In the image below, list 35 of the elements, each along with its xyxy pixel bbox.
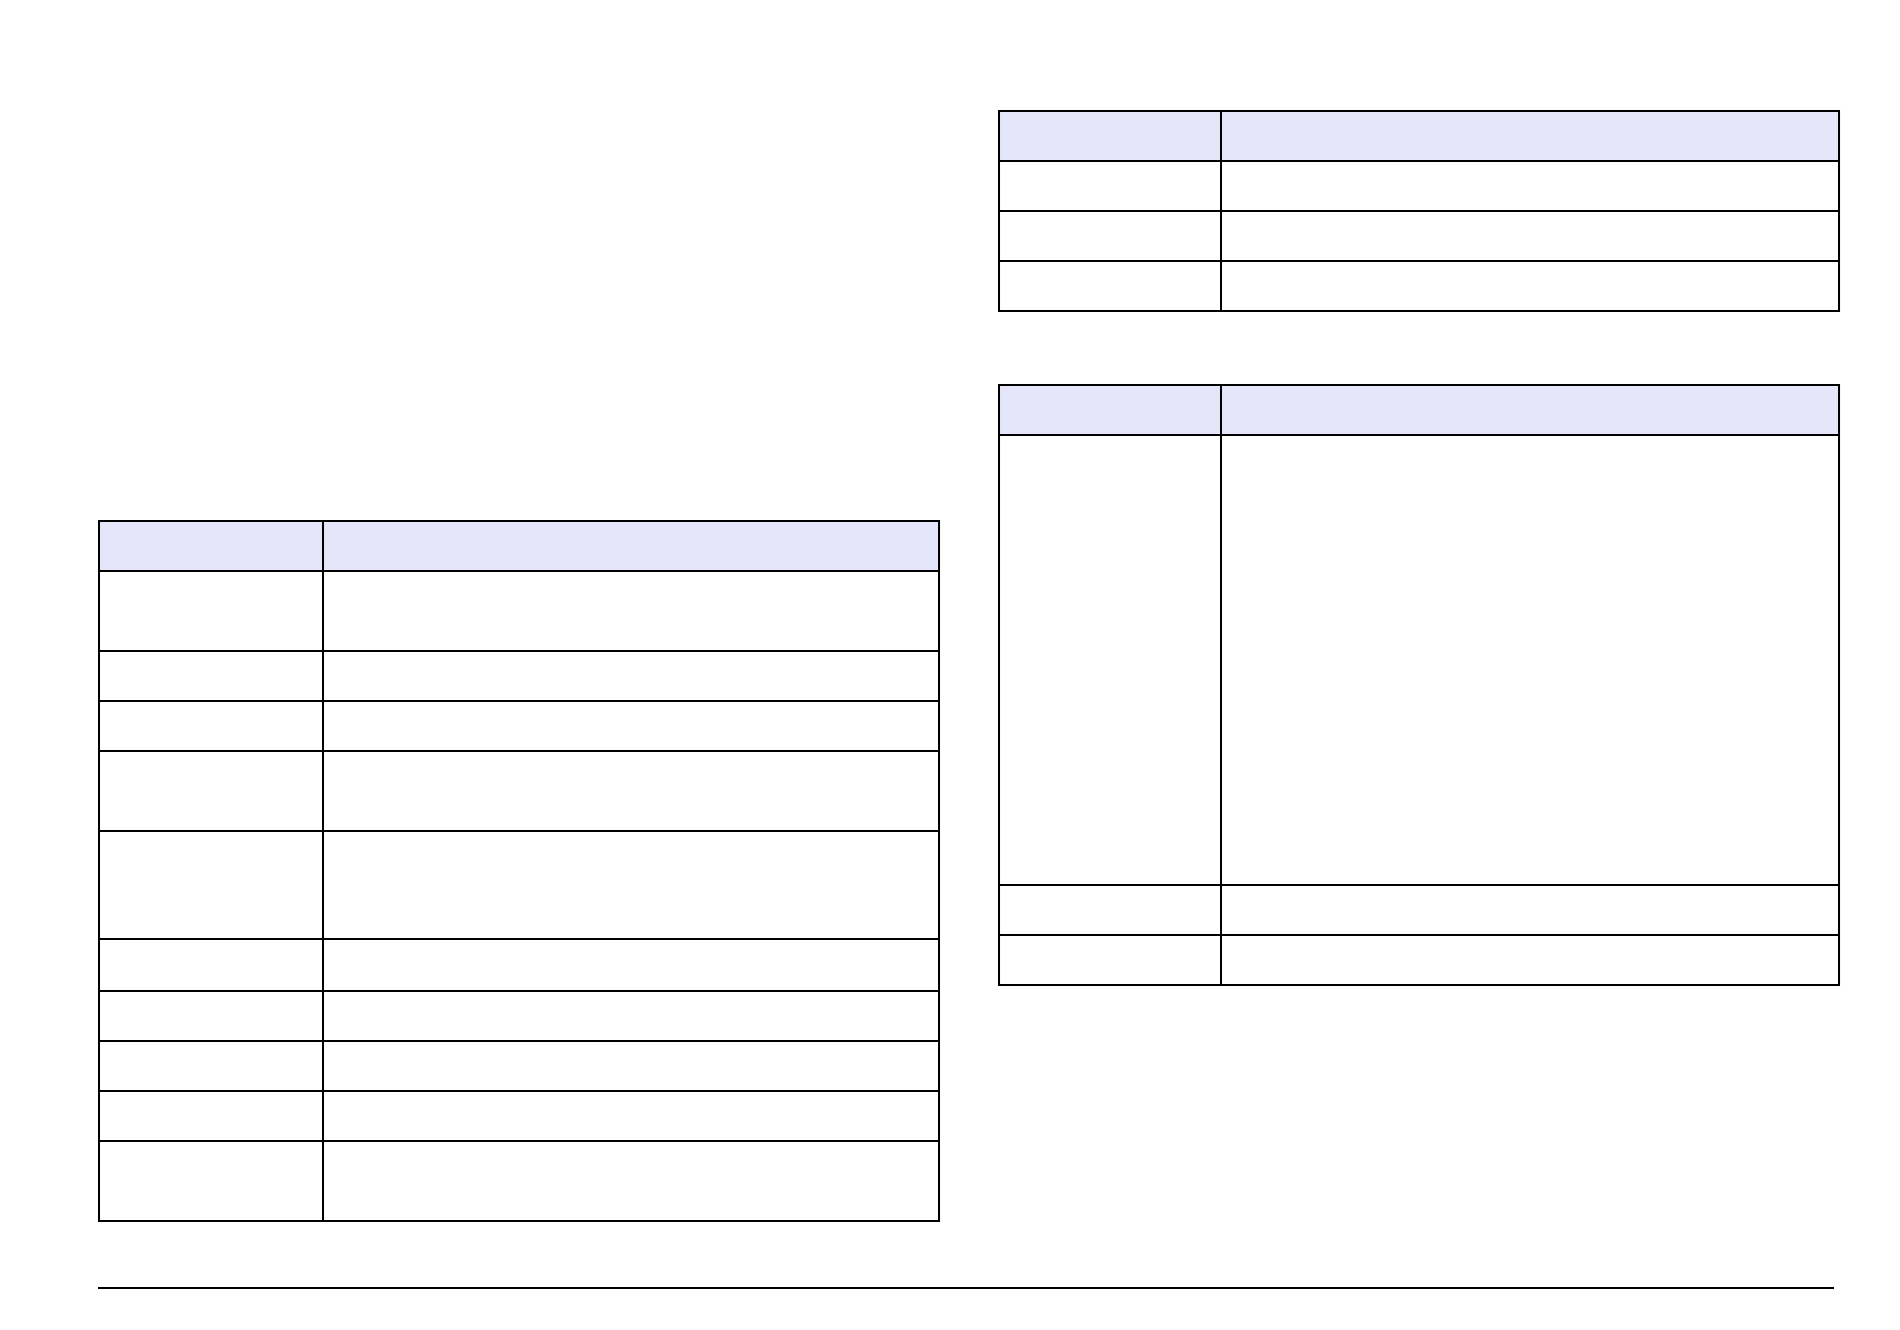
table-cell (322, 1090, 940, 1142)
table-cell (998, 210, 1222, 262)
table-cell (1220, 434, 1840, 886)
table-cell (98, 570, 324, 652)
table-cell (322, 990, 940, 1042)
table-cell (98, 830, 324, 940)
table-cell (322, 830, 940, 940)
table-cell (322, 938, 940, 992)
table-cell (1220, 160, 1840, 212)
table-cell (998, 884, 1222, 936)
table-cell (322, 1140, 940, 1222)
table-cell (322, 1040, 940, 1092)
table-cell (98, 1090, 324, 1142)
table-cell (322, 650, 940, 702)
table-cell (98, 650, 324, 702)
table-cell (998, 934, 1222, 986)
table-cell (98, 750, 324, 832)
table-cell (322, 700, 940, 752)
table-cell (1220, 210, 1840, 262)
table-cell (322, 570, 940, 652)
table-cell (998, 260, 1222, 312)
table-cell (98, 1040, 324, 1092)
table-cell (98, 938, 324, 992)
header-cell (98, 520, 324, 572)
table-cell (1220, 260, 1840, 312)
header-cell (998, 110, 1222, 162)
table-cell (98, 990, 324, 1042)
table-cell (322, 750, 940, 832)
table-cell (1220, 934, 1840, 986)
table-cell (1220, 884, 1840, 936)
table-cell (998, 434, 1222, 886)
table-cell (998, 160, 1222, 212)
header-cell (998, 384, 1222, 436)
table-cell (98, 1140, 324, 1222)
table-cell (98, 700, 324, 752)
